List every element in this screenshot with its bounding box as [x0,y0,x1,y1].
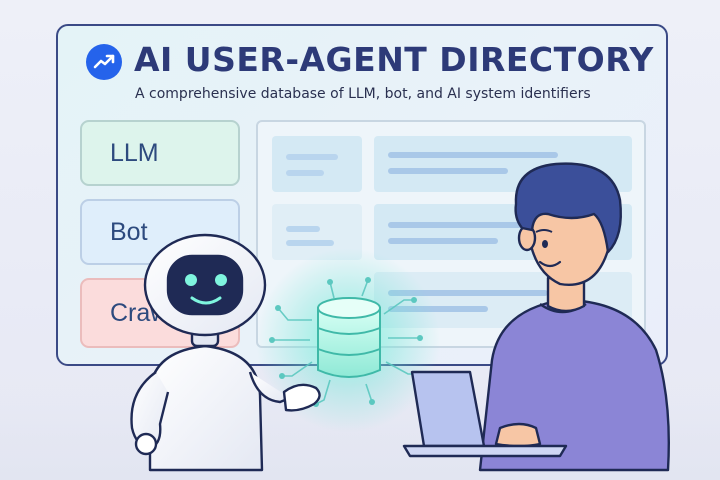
category-label: LLM [110,138,159,167]
category-llm[interactable]: LLM [80,120,240,186]
page-title: AI USER-AGENT DIRECTORY [134,40,654,79]
person-icon [478,162,670,472]
category-label: Bot [110,217,148,246]
robot-icon [130,233,321,472]
page-subtitle: A comprehensive database of LLM, bot, an… [135,86,591,102]
trending-up-icon [86,44,122,80]
laptop-icon [402,370,568,458]
list-item[interactable] [272,136,362,192]
database-icon [256,248,440,432]
